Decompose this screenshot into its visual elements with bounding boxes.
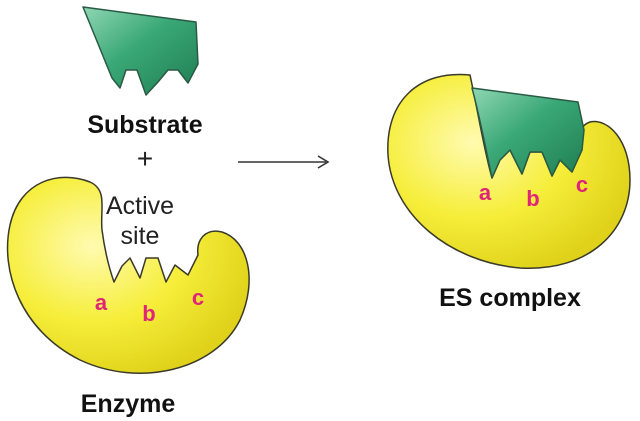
complex-label: ES complex — [439, 284, 581, 312]
complex-site-label-a: a — [479, 180, 492, 205]
active-site-label-line2: site — [121, 222, 160, 250]
complex-site-label-c: c — [576, 172, 588, 197]
plus-sign: + — [137, 143, 153, 174]
enzyme-label: Enzyme — [81, 390, 176, 418]
enzyme-site-label-b: b — [142, 301, 155, 326]
complex-site-label-b: b — [526, 186, 539, 211]
active-site-label-line1: Active — [106, 192, 174, 220]
enzyme-site-label-c: c — [192, 285, 204, 310]
arrow-right-icon — [238, 155, 330, 169]
enzyme-shape — [6, 176, 250, 374]
substrate-label: Substrate — [87, 111, 202, 139]
complex-substrate-shape — [471, 87, 585, 179]
substrate-shape — [82, 6, 199, 96]
enzyme-site-label-a: a — [95, 290, 108, 315]
